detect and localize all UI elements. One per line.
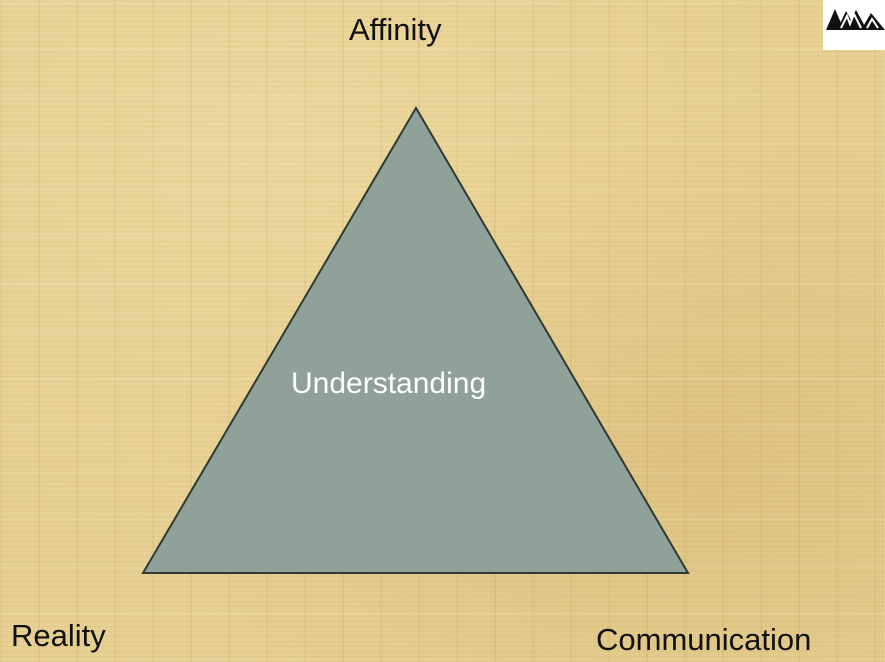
vertex-label-communication: Communication <box>596 622 812 657</box>
vertex-label-reality: Reality <box>11 618 106 653</box>
triangle-center-label: Understanding <box>291 367 487 400</box>
corner-logo-icon <box>823 0 885 50</box>
vertex-label-affinity: Affinity <box>349 12 442 47</box>
triangle-shape <box>141 106 690 574</box>
